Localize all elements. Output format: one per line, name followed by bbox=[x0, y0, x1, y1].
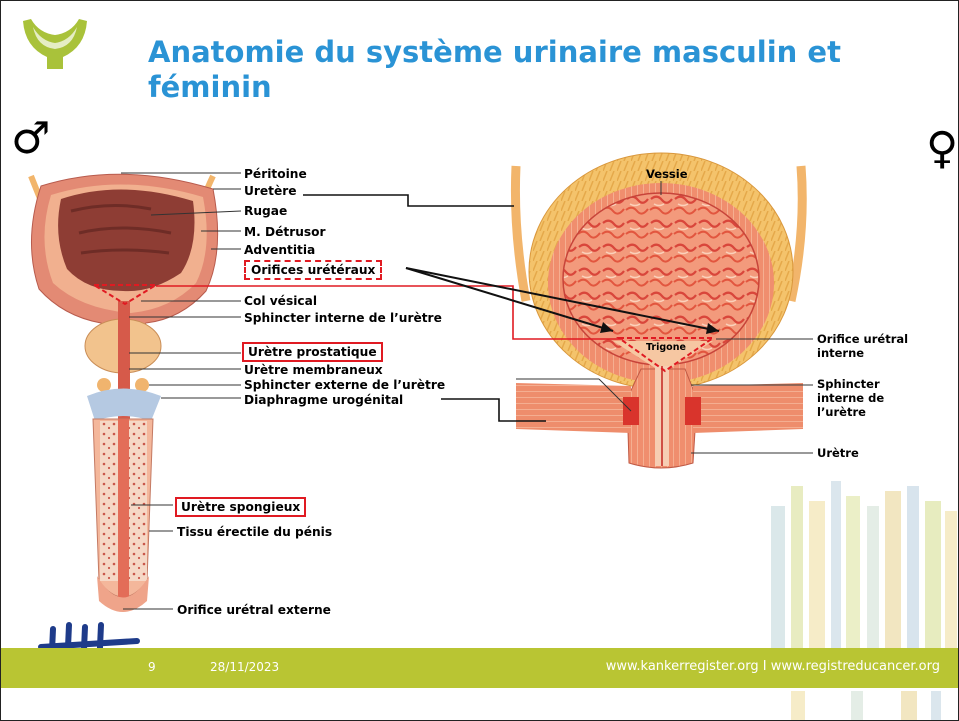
label-uretre-prostatique: Urètre prostatique bbox=[242, 342, 383, 362]
male-symbol-icon: ♂ bbox=[11, 117, 50, 161]
bladder-logo-icon bbox=[23, 19, 87, 69]
label-uretre: Urètre bbox=[817, 446, 859, 460]
label-orifices-ureteraux: Orifices urétéraux bbox=[244, 260, 382, 280]
label-uretre-spongieux: Urètre spongieux bbox=[175, 497, 306, 517]
female-symbol-icon: ♀ bbox=[926, 127, 958, 171]
label-orifice-externe: Orifice urétral externe bbox=[177, 603, 331, 617]
label-rugae: Rugae bbox=[244, 204, 287, 218]
footer-urls[interactable]: www.kankerregister.org I www.registreduc… bbox=[606, 659, 940, 674]
label-sphincter-externe: Sphincter externe de l’urètre bbox=[244, 378, 445, 392]
label-sphincter-interne-female: Sphincter interne de l’urètre bbox=[817, 377, 907, 419]
page-number: 9 bbox=[148, 660, 156, 674]
label-orifice-interne: Orifice urétral interne bbox=[817, 332, 955, 360]
label-diaphragme: Diaphragme urogénital bbox=[244, 393, 403, 407]
label-tissu-erectile: Tissu érectile du pénis bbox=[177, 525, 332, 539]
footer-bar: 9 28/11/2023 www.kankerregister.org I ww… bbox=[1, 648, 958, 688]
label-vessie: Vessie bbox=[646, 167, 688, 181]
label-peritoine: Péritoine bbox=[244, 167, 307, 181]
female-urinary-illustration bbox=[515, 153, 803, 468]
male-urinary-illustration bbox=[31, 174, 218, 612]
page-title: Anatomie du système urinaire masculin et… bbox=[148, 35, 938, 105]
label-col-vesical: Col vésical bbox=[244, 294, 317, 308]
label-adventitia: Adventitia bbox=[244, 243, 315, 257]
label-sphincter-interne-male: Sphincter interne de l’urètre bbox=[244, 311, 442, 325]
label-trigone: Trigone bbox=[646, 341, 686, 355]
label-detrusor: M. Détrusor bbox=[244, 225, 326, 239]
label-uretre-membraneux: Urètre membraneux bbox=[244, 363, 383, 377]
label-uretere: Uretère bbox=[244, 184, 297, 198]
footer-date: 28/11/2023 bbox=[210, 660, 279, 674]
